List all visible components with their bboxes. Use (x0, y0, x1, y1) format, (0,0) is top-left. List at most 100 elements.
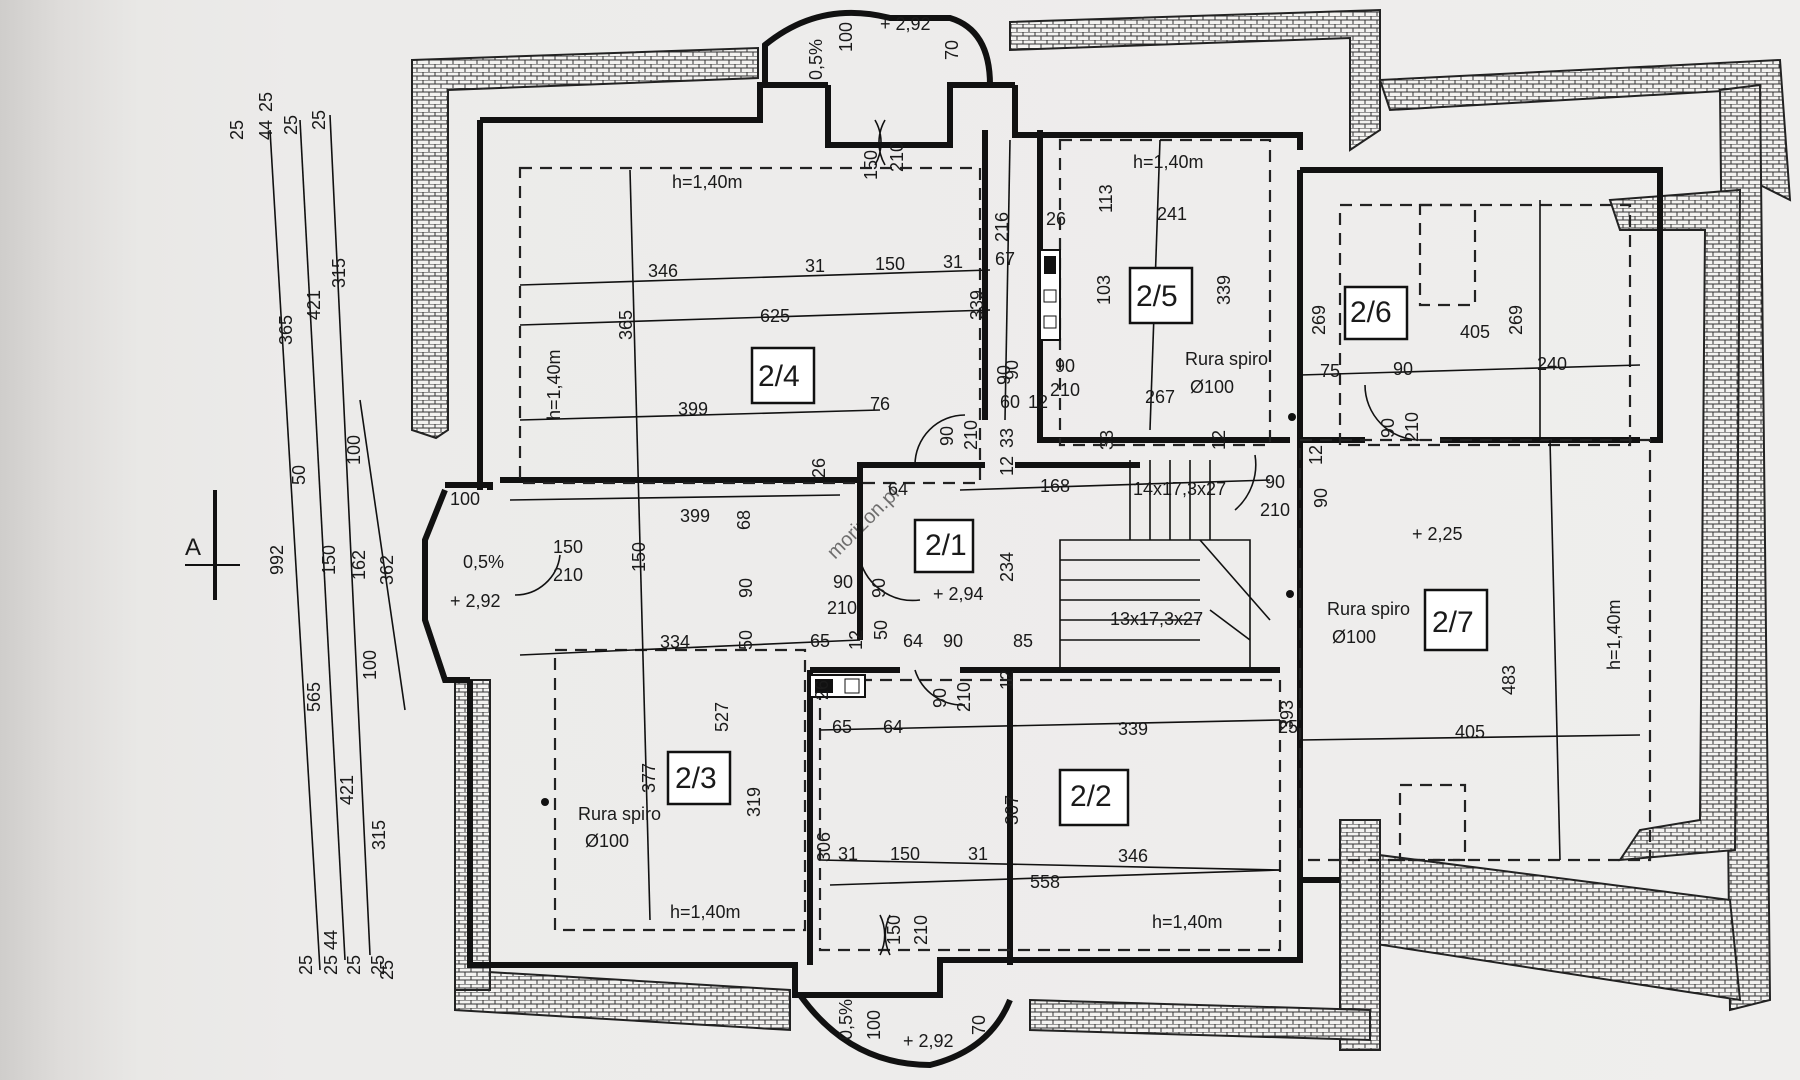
dim-label: 315 (329, 258, 349, 288)
dim-label: 150 (875, 254, 905, 274)
dim-label: 100 (344, 435, 364, 465)
section-marker-label: A (185, 534, 201, 561)
dim-label: 65 (810, 631, 830, 651)
chimneys (809, 249, 1061, 698)
dim-label: 334 (660, 632, 690, 652)
dim-label: 70 (969, 1015, 989, 1035)
dim-label: 527 (712, 702, 732, 732)
dim-label: 365 (276, 315, 296, 345)
dim-label: 25 (256, 92, 276, 112)
dim-label: 339 (1118, 719, 1148, 739)
dim-label: 162 (349, 550, 369, 580)
slope-label: 0,5% (806, 39, 826, 80)
dim-label: 319 (744, 787, 764, 817)
dim-label: 25 (377, 960, 397, 980)
dim-label: 60 (1000, 392, 1020, 412)
room-labels: 2/1 2/2 2/3 2/4 2/5 2/6 2/7 (666, 266, 1489, 827)
dim-label: 405 (1455, 722, 1485, 742)
pipe-label: Rura spiro (1185, 349, 1268, 369)
dim-label: 565 (304, 682, 324, 712)
stair-label: 13x17,3x27 (1110, 609, 1203, 629)
dim-label: 103 (1094, 275, 1114, 305)
dim-label: 150 (319, 545, 339, 575)
dim-label: 26 (1046, 209, 1066, 229)
level-label: + 2,92 (450, 591, 501, 611)
dim-label: 76 (870, 394, 890, 414)
dim-label: 399 (678, 399, 708, 419)
dim-label: 150 (890, 844, 920, 864)
dim-label: 339 (967, 290, 987, 320)
dim-label: 377 (639, 763, 659, 793)
dim-label: 65 (832, 717, 852, 737)
dim-label: 483 (1499, 665, 1519, 695)
section-marker (185, 490, 240, 600)
door-width: 90 (1378, 418, 1398, 438)
dim-label: 393 (1277, 700, 1297, 730)
room-label-2-4: 2/4 (758, 360, 800, 393)
dim-label: 12 (997, 670, 1017, 690)
dim-label: 421 (304, 290, 324, 320)
dim-label: 307 (1002, 795, 1022, 825)
door-height: 210 (827, 598, 857, 618)
dim-label: 90 (1393, 359, 1413, 379)
ceiling-heights: h=1,40m h=1,40m h=1,40m h=1,40m h=1,40m … (544, 152, 1624, 932)
level-label: + 2,92 (880, 14, 931, 34)
pipe-label: Rura spiro (578, 804, 661, 824)
room-label-2-6: 2/6 (1350, 296, 1392, 329)
dim-label: 12 (846, 630, 866, 650)
room-label-2-2: 2/2 (1070, 780, 1112, 813)
dim-label: 68 (734, 510, 754, 530)
dim-label: 100 (450, 489, 480, 509)
height-label: h=1,40m (670, 902, 741, 922)
dim-label: 33 (997, 428, 1017, 448)
dim-label: 267 (1145, 387, 1175, 407)
dim-label: 216 (992, 212, 1012, 242)
dim-label: 558 (1030, 872, 1060, 892)
dim-label: 113 (1096, 184, 1116, 213)
dim-label: 90 (994, 365, 1014, 385)
dim-label: 25 (281, 115, 301, 135)
dim-label: 25 (227, 120, 247, 140)
level-label: + 2,94 (933, 584, 984, 604)
pipe-label: Rura spiro (1327, 599, 1410, 619)
door-width: 90 (1265, 472, 1285, 492)
dim-label: 25 (309, 110, 329, 130)
balconies (762, 9, 1013, 1069)
dim-label: 67 (995, 249, 1015, 269)
dim-label: 346 (648, 261, 678, 281)
dim-label: 90 (869, 578, 889, 598)
door-height: 210 (954, 682, 974, 712)
dim-label: 64 (903, 631, 923, 651)
dim-label: 25 (368, 955, 388, 975)
door-height: 210 (553, 565, 583, 585)
door-width: 150 (553, 537, 583, 557)
dim-label: 362 (377, 555, 397, 585)
dimension-lines (269, 114, 1641, 971)
dim-label: 75 (1320, 361, 1340, 381)
dim-label: 31 (838, 844, 858, 864)
dim-label: 12 (1306, 445, 1326, 465)
dim-label: 100 (864, 1010, 884, 1040)
dim-label: 90 (943, 631, 963, 651)
door-height: 210 (1260, 500, 1290, 520)
dim-label: 306 (814, 832, 834, 862)
dim-label: 150 (629, 542, 649, 572)
dim-label: 992 (267, 545, 287, 575)
dim-label: 85 (1013, 631, 1033, 651)
door-width: 90 (1055, 356, 1075, 376)
door-width: 90 (833, 572, 853, 592)
stair-labels: 14x17,3x27 13x17,3x27 (1110, 479, 1226, 629)
dim-label: 90 (1002, 360, 1022, 380)
door-height: 210 (1050, 380, 1080, 400)
dim-label: 339 (1214, 275, 1234, 305)
dim-label: 64 (888, 479, 908, 499)
dim-label: 269 (1506, 305, 1526, 335)
dim-label: 64 (883, 717, 903, 737)
dim-label: 25 (1278, 717, 1298, 737)
dim-label: 25 (344, 955, 364, 975)
level-label: + 2,92 (903, 1031, 954, 1051)
dim-label: 12 (1209, 430, 1229, 450)
pipe-labels: Rura spiro Ø100 Rura spiro Ø100 Rura spi… (578, 349, 1410, 851)
room-label-2-5: 2/5 (1136, 280, 1178, 313)
